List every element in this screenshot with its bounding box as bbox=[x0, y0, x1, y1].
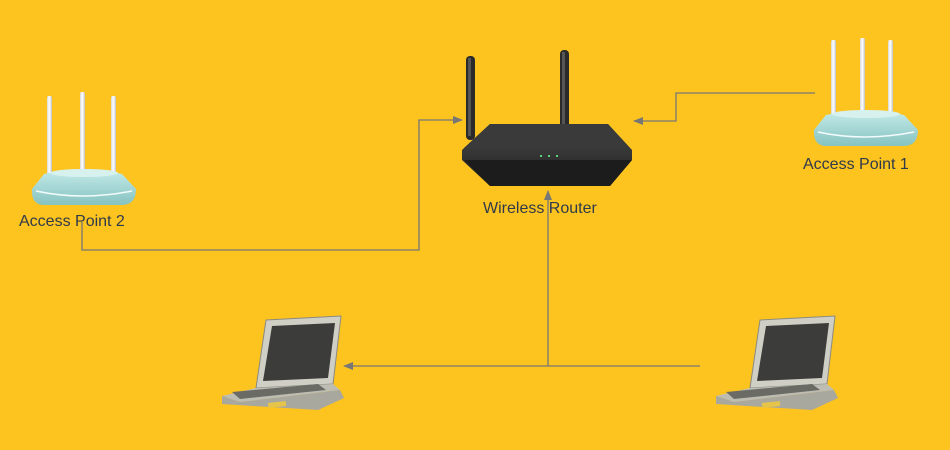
access-point-icon bbox=[813, 38, 918, 146]
access-point-icon bbox=[31, 92, 136, 205]
connector-ap2-to-router bbox=[81, 116, 463, 251]
access-point-1-label: Access Point 1 bbox=[803, 156, 909, 173]
wireless-router-icon bbox=[462, 50, 632, 186]
laptop-icon bbox=[716, 315, 838, 410]
connectors bbox=[81, 92, 815, 370]
laptop-icon bbox=[222, 315, 344, 410]
access-point-2-label: Access Point 2 bbox=[19, 213, 125, 230]
connector-ap1-to-router bbox=[633, 92, 815, 125]
router-label: Wireless Router bbox=[483, 200, 597, 217]
